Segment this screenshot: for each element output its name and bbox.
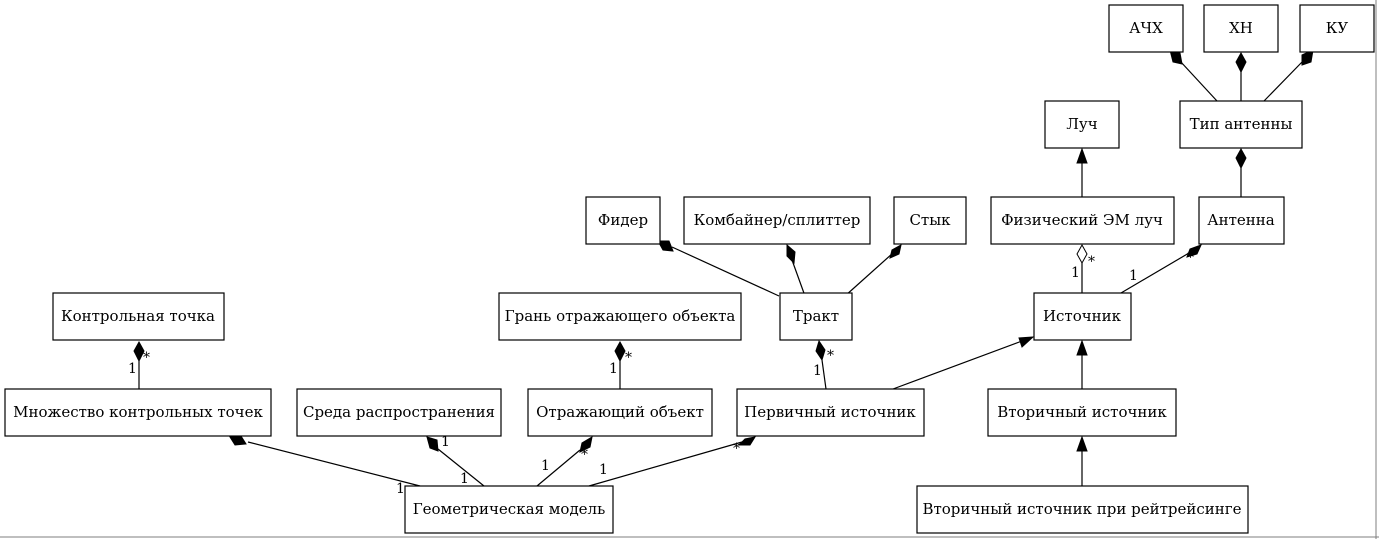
svg-text:Среда распространения: Среда распространения [303,403,495,421]
edge-mnozhestvo-kontrolnaya [133,340,145,389]
mult-1: 1 [396,481,405,497]
svg-text:Физический ЭМ луч: Физический ЭМ луч [1001,211,1163,229]
edge-tip-anteny-xn [1235,51,1247,101]
mult-star: * [733,441,740,457]
edge-fiz-luch-luch [1076,147,1088,197]
svg-text:Геометрическая модель: Геометрическая модель [413,500,606,518]
class-box-tip-anteny: Тип антенны [1179,100,1303,149]
mult-1: 1 [541,458,550,474]
edge-geom-pervichny [588,436,757,487]
edge-geom-otrazh [536,435,593,487]
svg-text:Множество контрольных точек: Множество контрольных точек [13,403,263,421]
class-box-mnozhestvo: Множество контрольных точек [4,388,272,437]
edge-tip-anteny-ku [1263,49,1314,102]
svg-text:Вторичный источник: Вторичный источник [997,403,1167,421]
class-box-istochnik: Источник [1033,292,1132,341]
mult-1: 1 [609,361,618,377]
svg-text:Луч: Луч [1066,115,1097,133]
edge-vtorichny-rt-vtorichny [1076,435,1088,486]
svg-text:Антенна: Антенна [1207,211,1275,229]
mult-1: 1 [599,462,608,478]
class-box-antenna: Антенна [1198,196,1285,245]
svg-text:КУ: КУ [1326,19,1349,37]
edge-antenna-tip-anteny [1235,147,1247,197]
class-box-sreda: Среда распространения [296,388,502,437]
mult-star: * [1088,254,1095,270]
svg-text:Грань отражающего объекта: Грань отражающего объекта [505,307,736,325]
svg-text:Контрольная точка: Контрольная точка [61,307,215,325]
class-box-fiz-em-luch: Физический ЭМ луч [990,196,1175,245]
multiplicities: 1 * 1 * 1 * 1 * 1 * * 1 1 1 1 * 1 * [128,250,1194,497]
svg-text:Первичный источник: Первичный источник [744,403,916,421]
edge-geom-sreda [426,436,485,487]
edge-istochnik-antenna [1120,244,1202,294]
mult-star: * [1187,250,1194,266]
class-box-trakt: Тракт [779,292,853,341]
class-box-styk: Стык [893,196,967,245]
mult-1: 1 [1129,268,1138,284]
edge-trakt-kombainer [786,243,806,297]
edge-vtorichny-istochnik [1076,339,1088,389]
class-box-luch: Луч [1044,100,1120,149]
svg-text:ХН: ХН [1229,19,1253,37]
mult-1: 1 [441,434,450,450]
class-box-vtorichny: Вторичный источник [987,388,1177,437]
svg-text:Вторичный источник при рейтрей: Вторичный источник при рейтрейсинге [922,500,1241,518]
svg-text:Отражающий объект: Отражающий объект [536,403,704,421]
edge-pervichny-istochnik [892,336,1035,390]
mult-star: * [581,447,588,463]
class-box-gran: Грань отражающего объекта [498,292,742,341]
svg-text:АЧХ: АЧХ [1129,19,1163,37]
mult-star: * [625,350,632,366]
edge-geom-mnozhestvo [229,435,421,487]
class-box-achx: АЧХ [1108,4,1184,53]
svg-text:Источник: Источник [1043,307,1122,325]
mult-1: 1 [1071,265,1080,281]
class-box-kombainer: Комбайнер/сплиттер [683,196,871,245]
class-box-pervichny: Первичный источник [736,388,925,437]
edge-trakt-fider [657,240,780,297]
svg-text:Стык: Стык [909,211,951,229]
class-box-ku: КУ [1299,4,1375,53]
svg-text:Тракт: Тракт [793,307,839,325]
svg-text:Фидер: Фидер [598,211,648,229]
svg-text:Комбайнер/сплиттер: Комбайнер/сплиттер [694,211,861,229]
mult-1: 1 [460,471,469,487]
edge-otrazh-gran [614,340,626,389]
mult-1: 1 [128,361,137,377]
class-box-vtorichny-rt: Вторичный источник при рейтрейсинге [916,485,1249,534]
class-box-geom-model: Геометрическая модель [404,485,614,534]
edge-istochnik-fiz-luch [1076,243,1088,293]
edge-pervichny-trakt [815,339,827,390]
edge-tip-anteny-achx [1169,49,1218,102]
class-box-fider: Фидер [585,196,661,245]
mult-star: * [827,348,834,364]
class-box-kontrolnaya-tochka: Контрольная точка [52,292,225,341]
edge-trakt-styk [844,244,902,297]
mult-1: 1 [813,363,822,379]
class-box-otrazh-obekt: Отражающий объект [527,388,713,437]
svg-text:Тип антенны: Тип антенны [1190,115,1293,133]
mult-star: * [143,350,150,366]
class-box-xn: ХН [1203,4,1279,53]
